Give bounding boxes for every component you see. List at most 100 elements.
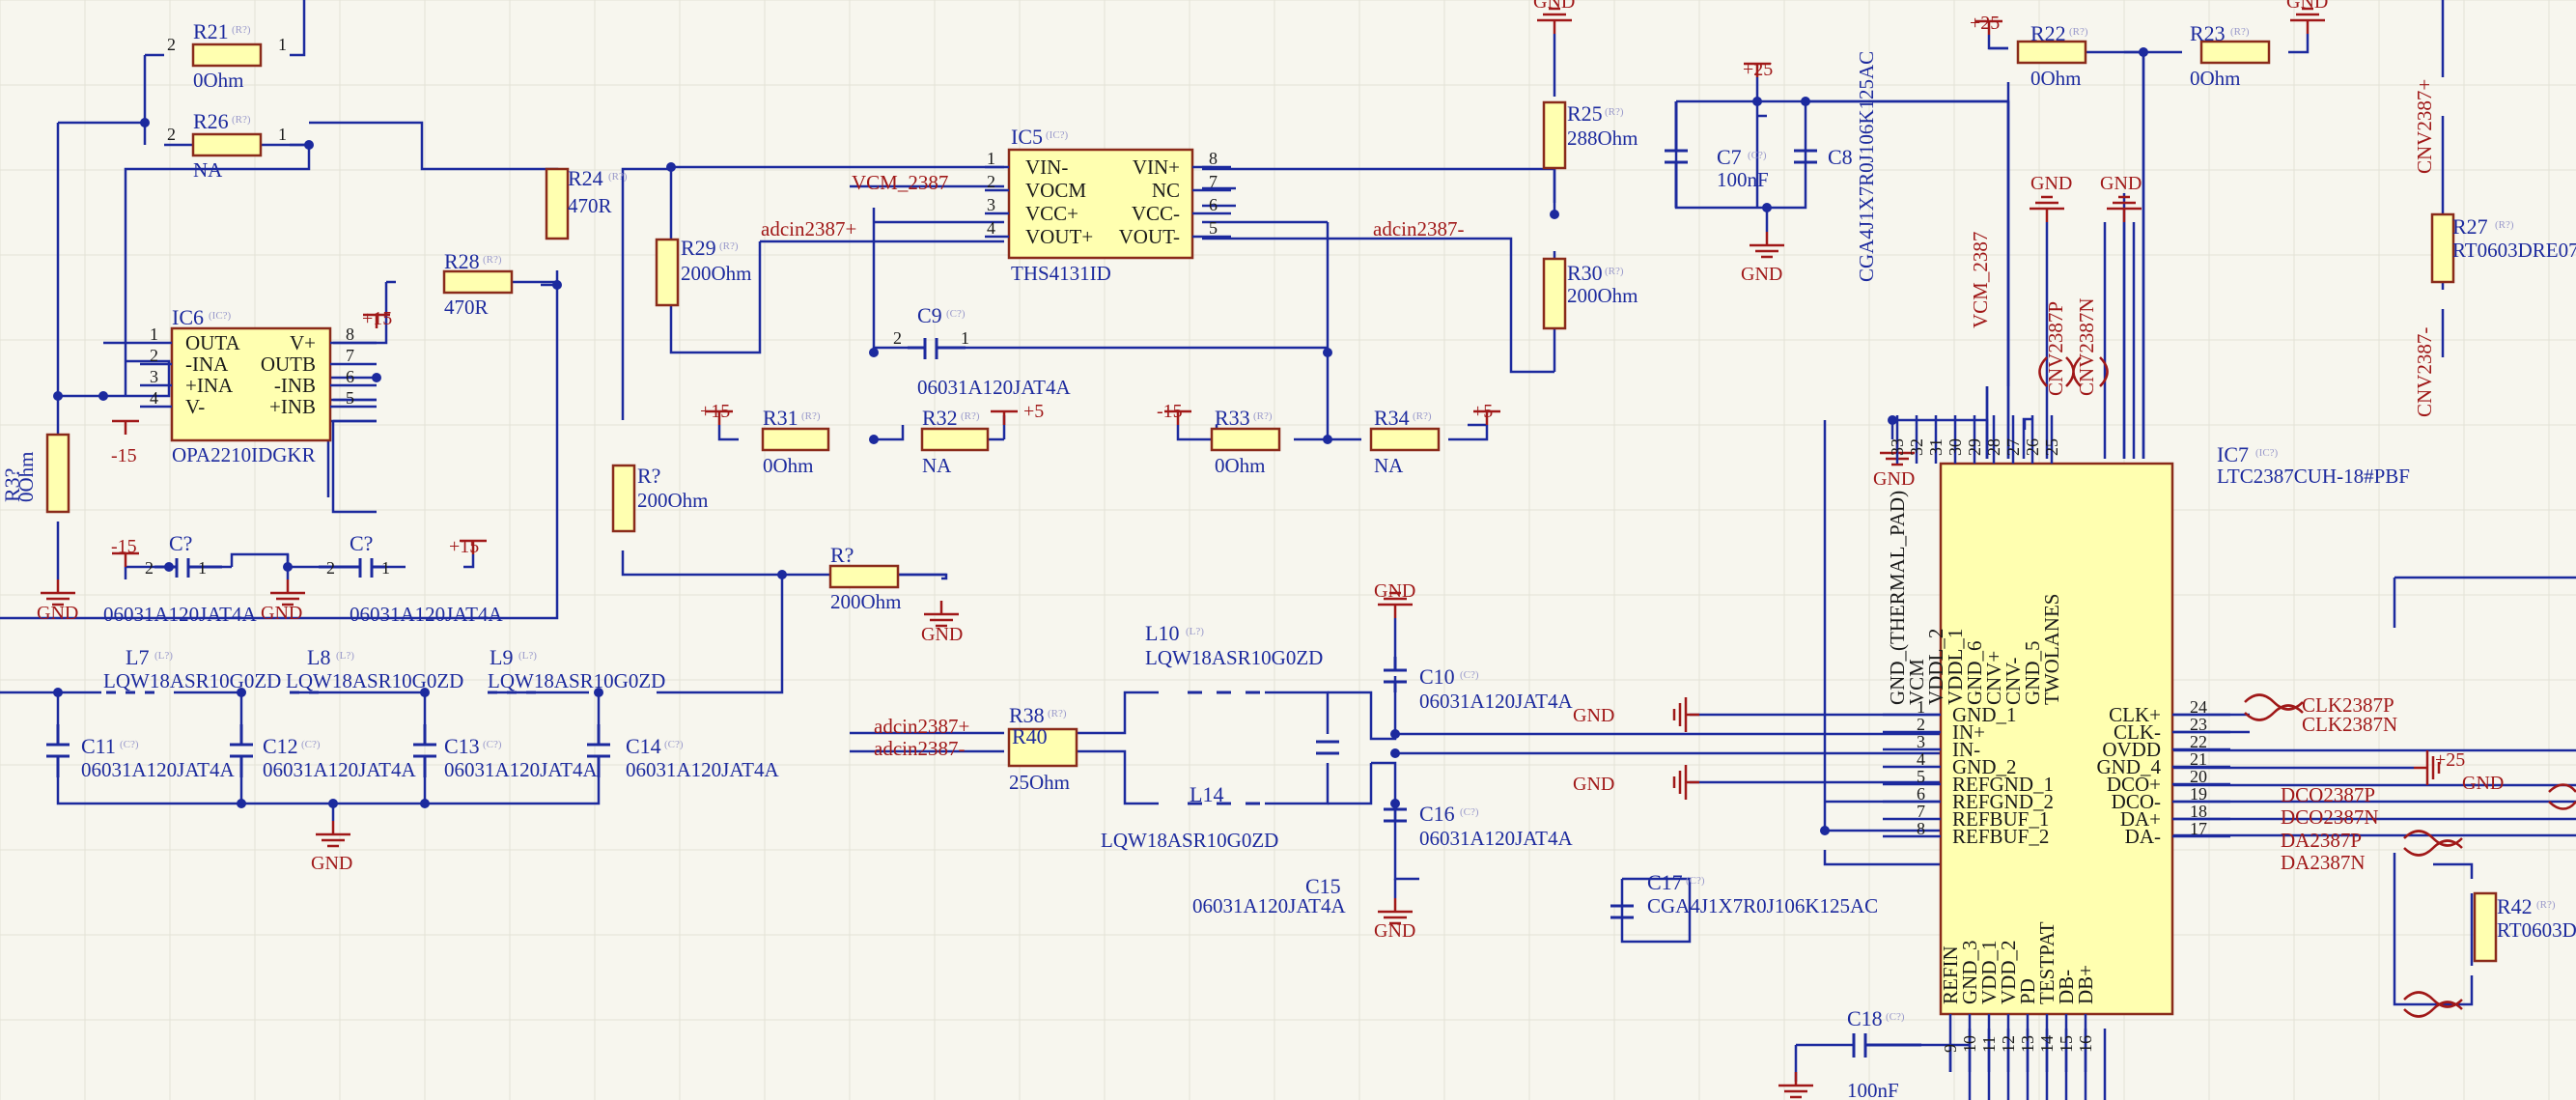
r32-resistor-icon[interactable]: [920, 427, 990, 452]
r21-resistor-icon[interactable]: [191, 42, 263, 68]
c16-value: 06031A120JAT4A: [1419, 827, 1574, 850]
junction-dot: [1323, 348, 1332, 357]
power-icon-1: [363, 313, 390, 328]
r30-resistor-icon[interactable]: [1542, 257, 1567, 330]
ic7-pin-label-22: OVDD: [2102, 738, 2161, 761]
inductors: [106, 691, 1260, 805]
gnd-label-10: GND: [2030, 173, 2072, 194]
cq1-capacitor-icon[interactable]: [154, 558, 222, 578]
c10-capacitor-icon[interactable]: [1384, 657, 1407, 692]
c17-capacitor-icon[interactable]: [1610, 904, 1634, 919]
r33-resistor-icon[interactable]: [1210, 427, 1281, 452]
junction-dots: [53, 47, 2148, 835]
ic7-body[interactable]: [1939, 462, 2174, 1016]
r24-resistor-icon[interactable]: [545, 167, 570, 240]
junction-dot: [164, 562, 174, 572]
net-cnvn: CNV2387N: [2075, 297, 2098, 396]
db-differential-signal-icon: [2403, 991, 2463, 1018]
ic7-pin-21: 21: [2190, 749, 2207, 769]
r28-resistor-icon[interactable]: [442, 269, 514, 295]
differential-markers: [2038, 356, 2576, 1018]
ground-icon-13: [2107, 195, 2142, 222]
junction-dot: [53, 391, 63, 401]
rq1-resistor-icon[interactable]: [611, 464, 636, 533]
power-icon-7: [1164, 409, 1191, 425]
c12-capacitor-icon[interactable]: [230, 724, 253, 777]
gnd-label-5: GND: [1374, 580, 1415, 602]
ic7-pin-label-14: TESTPAT: [2035, 921, 2058, 1004]
r32-value: NA: [922, 454, 952, 477]
r29-resistor-icon[interactable]: [655, 238, 680, 307]
ic5-body[interactable]: [1007, 148, 1194, 260]
junction-dot: [1323, 435, 1332, 444]
ic7-pin-label-1: GND_1: [1952, 703, 2017, 726]
clk-differential-signal-icon: [2244, 693, 2304, 721]
ic6-body[interactable]: [170, 326, 332, 442]
c14-ref: C14: [626, 734, 661, 758]
r26-resistor-icon[interactable]: [191, 132, 263, 157]
r28-ref: R28: [444, 249, 480, 273]
c14-capacitor-icon[interactable]: [587, 724, 610, 777]
c9-capacitor-icon[interactable]: [908, 338, 966, 359]
gnd-label-3: GND: [311, 853, 352, 874]
cq2-capacitor-icon[interactable]: [319, 558, 386, 578]
r38-value: 25Ohm: [1009, 771, 1070, 794]
rq2-resistor-icon[interactable]: [828, 564, 900, 589]
junction-dot: [777, 570, 787, 579]
r38-resistor-icon[interactable]: [1007, 727, 1078, 768]
c8-capacitor-icon[interactable]: [1794, 149, 1817, 164]
power-icon-9: [1744, 62, 1771, 77]
r30-value: 200Ohm: [1567, 284, 1638, 307]
ic6-pin-label-8: V+: [290, 331, 316, 354]
ic6-pin-label-1: OUTA: [185, 331, 240, 354]
da-differential-signal-icon: [2403, 830, 2463, 857]
ic7-pin-29: 29: [1965, 438, 1984, 456]
r22-resistor-icon[interactable]: [2016, 40, 2087, 65]
ic6-pin-8: 8: [346, 324, 354, 344]
ic7-pin-label-23: CLK-: [2114, 720, 2161, 744]
cq2-pin1: 1: [381, 558, 390, 578]
c13-capacitor-icon[interactable]: [413, 724, 436, 777]
ic7-pin-9: 9: [1941, 1044, 1960, 1053]
junction-dot: [666, 162, 676, 172]
r42-ann: (R?): [2536, 899, 2556, 911]
ic7-pin-24: 24: [2190, 697, 2207, 717]
r27-resistor-icon[interactable]: [2430, 212, 2455, 284]
ic5-value: THS4131ID: [1011, 262, 1111, 285]
ic6-pin-5: 5: [346, 388, 354, 408]
net-cnv-minus: CNV2387-: [2413, 327, 2436, 417]
r33-ref: R33: [1215, 406, 1250, 430]
c11-capacitor-icon[interactable]: [46, 724, 70, 777]
r34-resistor-icon[interactable]: [1369, 427, 1441, 452]
ic7-pin-31: 31: [1926, 438, 1946, 456]
ic5-pin-1: 1: [987, 149, 995, 168]
ic6-vplus-label: +15: [362, 308, 392, 329]
r42-resistor-icon[interactable]: [2473, 891, 2498, 963]
junction-dot: [420, 688, 430, 697]
r25-resistor-icon[interactable]: [1542, 100, 1567, 170]
ic5-pin-5: 5: [1209, 218, 1218, 238]
ic7-pin-label-7: REFBUF_1: [1952, 807, 2049, 831]
r31-resistor-icon[interactable]: [761, 427, 830, 452]
net-adcin-n: adcin2387-: [1373, 217, 1464, 240]
net-vcm: VCM_2387: [852, 171, 948, 194]
r23-resistor-icon[interactable]: [2199, 40, 2271, 65]
junction-dot: [304, 140, 314, 150]
r28-ann: (R?): [483, 254, 502, 266]
junction-dot: [1752, 97, 1762, 106]
c18-capacitor-icon[interactable]: [1852, 1033, 1921, 1058]
c15-capacitor-icon[interactable]: [1316, 740, 1339, 755]
gnd-label-14: GND: [1573, 774, 1614, 795]
ic6-pin-label-2: -INA: [185, 353, 229, 376]
l14-value: LQW18ASR10G0ZD: [1101, 829, 1278, 852]
ic7-pin-1: 1: [1917, 697, 1925, 717]
c8-value: CGA4J1X7R0J106K125AC: [1855, 51, 1878, 282]
r3x-resistor-icon[interactable]: [45, 433, 70, 514]
c16-capacitor-icon[interactable]: [1384, 807, 1407, 823]
r21-ref: R21: [193, 19, 229, 43]
ic7-pin-8: 8: [1917, 819, 1925, 838]
c7-capacitor-icon[interactable]: [1665, 101, 1688, 208]
r3x-ref: R3?: [0, 468, 24, 502]
c7-value: 100nF: [1717, 168, 1769, 191]
ic7-pin-label-10: GND_3: [1958, 941, 1981, 1005]
